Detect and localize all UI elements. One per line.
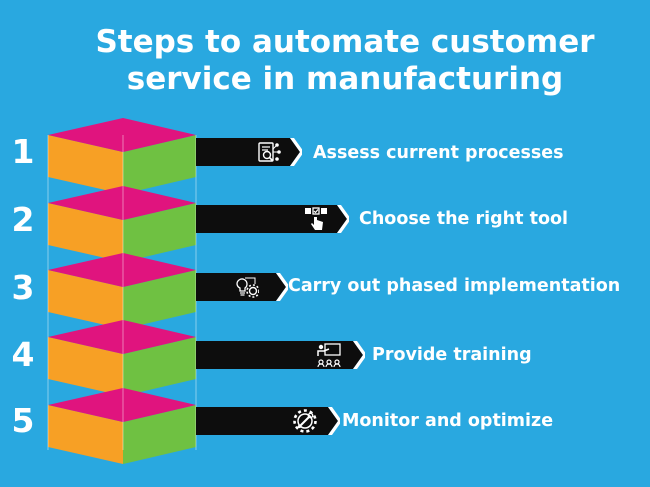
step-2-number: 2 [11, 200, 35, 239]
block-4-right-face [123, 337, 196, 396]
block-2-top-face [48, 186, 196, 220]
chevron-right-icon [322, 407, 340, 435]
block-4-left-face [48, 337, 123, 396]
lightbulb-gear-icon [236, 277, 259, 298]
step-2-label: Choose the right tool [359, 209, 568, 229]
block-1-left-face [48, 135, 123, 194]
block-3-top-face [48, 253, 196, 287]
step-1-number: 1 [11, 132, 35, 171]
block-1-top-face [48, 118, 196, 152]
block-5-right-face [123, 405, 196, 464]
block-1-right-face [123, 135, 196, 194]
training-presentation-icon [317, 343, 341, 368]
block-3-right-face [123, 270, 196, 329]
block-5-top-face [48, 388, 196, 422]
step-5-number: 5 [11, 401, 35, 440]
step-1-label: Assess current processes [313, 143, 564, 163]
step-4-number: 4 [11, 335, 35, 374]
title-line-2: service in manufacturing [126, 61, 564, 97]
block-4-top-face [48, 320, 196, 354]
chevron-right-icon [284, 138, 302, 166]
block-2-left-face [48, 203, 123, 262]
title-line-1: Steps to automate customer [95, 24, 595, 60]
block-2-right-face [123, 203, 196, 262]
process-assessment-icon [258, 142, 281, 162]
step-5-label: Monitor and optimize [342, 411, 554, 431]
step-3-label: Carry out phased implementation [288, 276, 621, 296]
gear-wrench-icon [293, 409, 317, 433]
step-4-label: Provide training [372, 345, 532, 365]
hand-selecting-tool-icon [305, 207, 327, 230]
step-3-number: 3 [11, 268, 35, 307]
block-3-left-face [48, 270, 123, 329]
chevron-right-icon [270, 273, 288, 301]
chevron-right-icon [331, 205, 349, 233]
chevron-right-icon [347, 341, 365, 369]
page-title: Steps to automate customer service in ma… [40, 24, 650, 98]
block-5-left-face [48, 405, 123, 464]
